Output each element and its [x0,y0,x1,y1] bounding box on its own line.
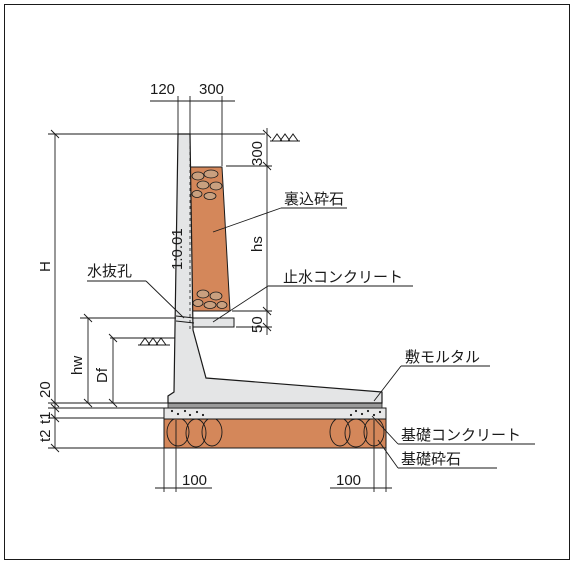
top-dimension-lines [150,96,235,166]
foundation-stone-layer [163,417,387,449]
backfill-pebbles [191,169,228,309]
dim-Df: Df [94,367,111,383]
label-backfill-stone: 裏込砕石 [284,190,344,208]
dim-bottom-50: 50 [249,316,266,333]
dim-top-left: 120 [150,81,175,98]
bed-mortar-layer [167,402,383,409]
dim-t2: t2 [37,429,54,442]
label-bed-mortar: 敷モルタル [405,348,480,366]
right-vertical-dimension [226,128,272,335]
backfill-stone-region [189,166,231,312]
dim-20: 20 [37,381,54,398]
label-waterstop-concrete: 止水コンクリート [283,269,403,286]
label-leaders [87,207,535,469]
dim-hs: hs [249,236,266,252]
thickness-dimension [48,403,164,453]
dim-t1: t1 [37,411,54,424]
label-foundation-concrete: 基礎コンクリート [401,427,521,444]
bottom-dimension-lines [155,420,392,492]
dim-top-right: 300 [199,81,224,98]
label-drain-hole: 水抜孔 [87,263,132,280]
dim-hw: hw [69,356,86,375]
ground-surface-top [190,133,300,142]
waterstop-concrete [191,317,235,328]
label-foundation-stone: 基礎砕石 [401,451,461,468]
retaining-wall-body [167,133,383,404]
slope-label: 1:0.01 [169,228,186,270]
dim-bottom-left-100: 100 [182,472,207,489]
foundation-concrete-aggregate [170,409,382,417]
hw-dimension [80,313,176,408]
dim-top-depth: 300 [249,141,266,166]
drain-hole-pipe [175,315,195,324]
drawing-frame [4,4,570,560]
dim-H: H [37,261,54,272]
dim-bottom-right-100: 100 [336,472,361,489]
df-dimension [108,333,118,408]
foundation-concrete-layer [163,407,387,420]
ground-surface-front [110,337,175,346]
